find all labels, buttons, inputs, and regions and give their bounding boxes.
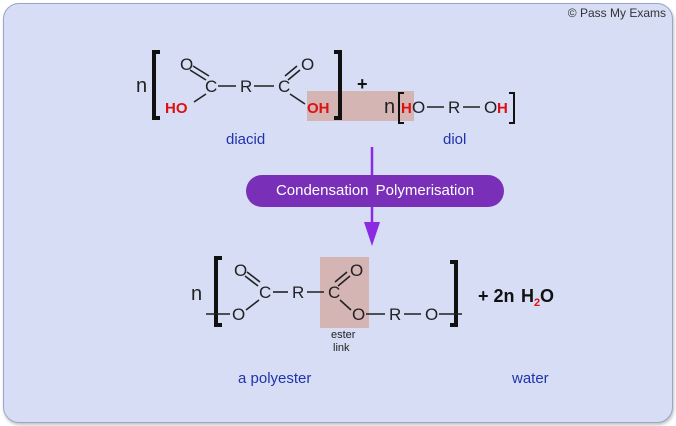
diol-coefficient: n bbox=[384, 96, 395, 118]
diol-left-bracket bbox=[398, 92, 404, 124]
water-label: water bbox=[511, 370, 549, 387]
polyester-r-group-acid: R bbox=[292, 283, 304, 302]
diol-r-group: R bbox=[448, 98, 460, 117]
diacid-hydroxyl-left: HO bbox=[165, 100, 188, 117]
polyester-r-group-alcohol: R bbox=[389, 305, 401, 324]
diacid-r-group: R bbox=[240, 77, 252, 96]
diol-oxygen-right: O bbox=[484, 98, 497, 117]
polyester-oxygen-carbonyl-left: O bbox=[234, 261, 247, 280]
polyester-oxygen-chain-right: O bbox=[425, 305, 438, 324]
polyester-carbon-ester: C bbox=[328, 283, 340, 302]
diacid-hydroxyl-right: OH bbox=[307, 100, 330, 117]
ester-link-label-line2: link bbox=[333, 342, 350, 354]
diol-oxygen-left: O bbox=[412, 98, 425, 117]
polyester-oxygen-carbonyl-ester: O bbox=[350, 261, 363, 280]
diacid-label: diacid bbox=[226, 131, 265, 148]
diacid-coefficient: n bbox=[136, 75, 147, 97]
polyester-right-bracket bbox=[450, 260, 458, 327]
ester-link-label-line1: ester bbox=[331, 329, 356, 341]
diacid-carbon-right: C bbox=[278, 77, 290, 96]
polyester-bonds bbox=[206, 271, 462, 315]
diacid-carbon-left: C bbox=[205, 77, 217, 96]
polyester-oxygen-ester: O bbox=[352, 305, 365, 324]
diacid-oxygen-left: O bbox=[180, 55, 193, 74]
polyester-coefficient: n bbox=[191, 283, 202, 305]
polyester-oxygen-chain-left: O bbox=[232, 305, 245, 324]
water-hydrogen: H bbox=[521, 286, 534, 306]
water-oxygen: O bbox=[540, 286, 554, 306]
water-subscript: 2 bbox=[534, 297, 540, 309]
diol-hydrogen-left: H bbox=[401, 100, 412, 117]
polyester-left-bracket bbox=[214, 256, 222, 327]
polyester-label: a polyester bbox=[238, 370, 311, 387]
water-plus-coefficient: + 2n bbox=[478, 286, 515, 306]
polyester-carbon-left: C bbox=[259, 283, 271, 302]
reactant-plus-sign: + bbox=[357, 74, 368, 94]
condensation-polymerisation-badge: Condensation Polymerisation bbox=[246, 175, 504, 207]
diol-hydrogen-right: H bbox=[497, 100, 508, 117]
diol-right-bracket bbox=[509, 92, 515, 124]
diacid-left-bracket bbox=[152, 50, 160, 120]
ester-link-highlight bbox=[320, 257, 369, 328]
copyright-text: © Pass My Exams bbox=[567, 6, 666, 20]
diacid-bonds bbox=[189, 65, 306, 105]
diacid-oxygen-right: O bbox=[301, 55, 314, 74]
diacid-right-bracket bbox=[334, 50, 342, 120]
water-removal-highlight bbox=[307, 91, 414, 121]
diol-label: diol bbox=[443, 131, 466, 148]
